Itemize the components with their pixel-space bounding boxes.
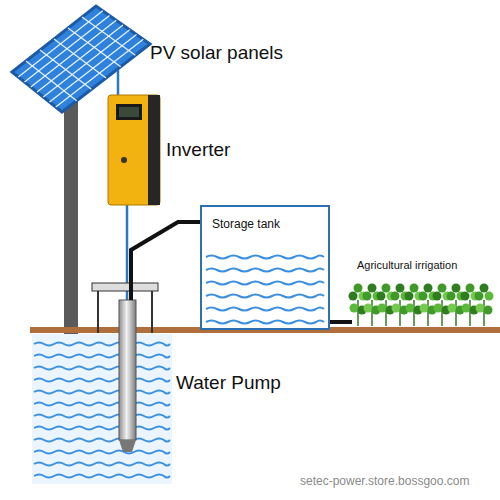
watermark: setec-power.store.bossgoo.com xyxy=(300,474,469,488)
panel-label: PV solar panels xyxy=(150,42,283,64)
inverter-label: Inverter xyxy=(166,139,230,161)
tank-label: Storage tank xyxy=(212,217,320,231)
irrigation-label: Agricultural irrigation xyxy=(357,259,457,271)
pipe xyxy=(131,222,200,300)
outlet-pipe xyxy=(330,320,352,324)
water-pump xyxy=(92,283,158,452)
pump-label: Water Pump xyxy=(176,372,281,394)
inverter-box xyxy=(108,95,160,205)
well-water xyxy=(32,334,172,484)
crops xyxy=(349,284,494,327)
storage-tank: Storage tank xyxy=(200,205,330,330)
